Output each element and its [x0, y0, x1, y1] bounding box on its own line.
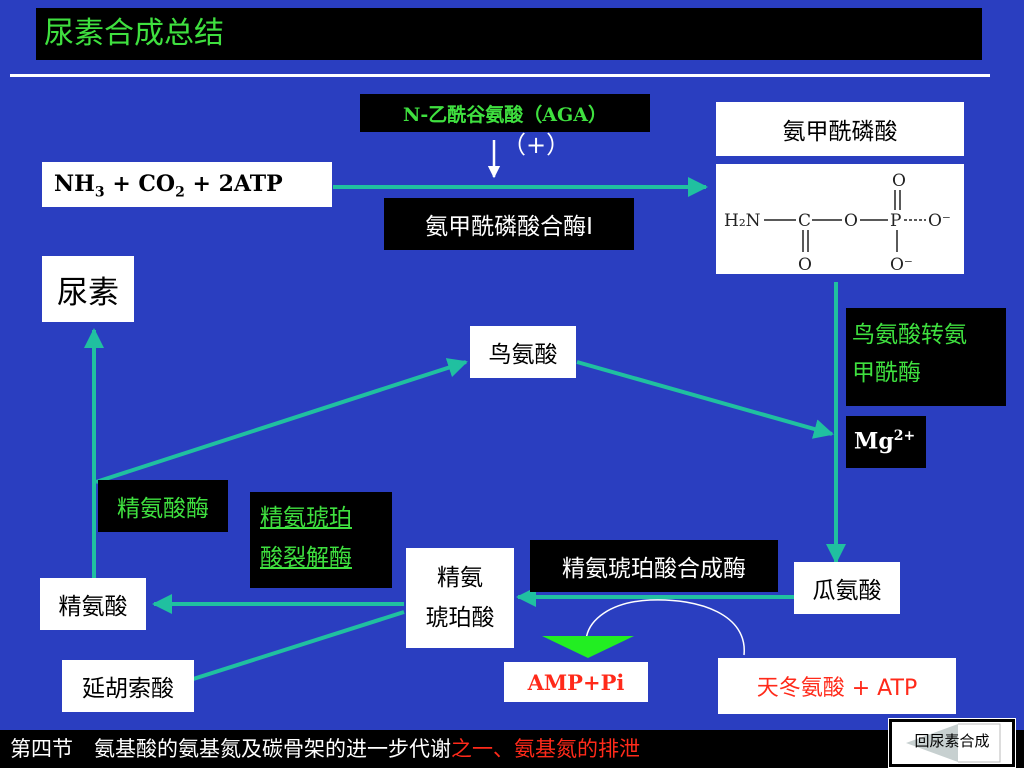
struct-c: C	[798, 211, 811, 231]
struct-o-phosphoryl: O	[892, 171, 906, 191]
argininosuccinate-line2: 琥珀酸	[425, 605, 495, 631]
citrulline-label: 瓜氨酸	[794, 562, 900, 614]
enzyme-otc-label: 鸟氨酸转氨 甲酰酶	[846, 308, 1006, 406]
struct-o-carbonyl: O	[798, 255, 812, 274]
mg-cofactor-label: Mg2+	[846, 416, 926, 468]
aspartate-atp-label: 天冬氨酸 + ATP	[718, 658, 956, 714]
arrow-argininosuccinate-to-fumarate	[189, 610, 405, 682]
enzyme-lyase-line2: 酸裂解酶	[260, 545, 352, 571]
arrow-arginine-to-ornithine	[95, 358, 468, 484]
carbamoyl-phosphate-label: 氨甲酰磷酸	[716, 102, 964, 156]
enzyme-cps1-label: 氨甲酰磷酸合酶Ⅰ	[384, 198, 634, 250]
footer-text-main: 第四节 氨基酸的氨基氮及碳骨架的进一步代谢	[10, 737, 451, 761]
struct-h2n: H₂N	[724, 211, 761, 231]
arrow-ornithine-to-otc	[576, 360, 834, 439]
footer-text: 第四节 氨基酸的氨基氮及碳骨架的进一步代谢之一、氨基氮的排泄	[10, 734, 640, 764]
arginine-label: 精氨酸	[40, 578, 146, 630]
carbamoyl-phosphate-structure: H₂N C O P O⁻ O O O⁻	[716, 164, 964, 275]
back-to-urea-synthesis-button[interactable]: 回尿素合成	[888, 718, 1016, 768]
substrates-box: NH3 + CO2 + 2ATP	[42, 162, 332, 207]
substrates-atp: + 2ATP	[184, 171, 283, 197]
urea-label: 尿素	[42, 256, 134, 322]
mg-symbol: Mg	[854, 428, 894, 455]
struct-o-bridge: O	[844, 211, 858, 231]
back-button-label: 回尿素合成	[914, 732, 990, 750]
aga-label: N-乙酰谷氨酸（AGA）	[360, 94, 650, 132]
enzyme-otc-line1: 鸟氨酸转氨	[852, 322, 967, 348]
enzyme-arginase-label: 精氨酸酶	[98, 480, 228, 532]
enzyme-synthetase-label: 精氨琥珀酸合成酶	[530, 540, 778, 592]
back-arrow-icon	[906, 723, 1001, 763]
struct-p: P	[890, 211, 901, 231]
arrow-aspartate-curve	[585, 599, 745, 656]
amp-release-triangle	[542, 636, 634, 658]
page-title: 尿素合成总结	[44, 16, 224, 51]
fumarate-label: 延胡索酸	[62, 660, 194, 712]
footer-text-highlight: 之一、氨基氮的排泄	[451, 737, 640, 761]
amp-pi-label: AMP+Pi	[504, 662, 648, 702]
struct-o-minus-right: O⁻	[928, 211, 951, 231]
struct-o-minus-bottom: O⁻	[890, 255, 913, 274]
substrates-co-sub: 2	[175, 184, 185, 201]
enzyme-lyase-label: 精氨琥珀 酸裂解酶	[250, 492, 392, 588]
substrates-co: + CO	[104, 171, 176, 197]
enzyme-otc-line2: 甲酰酶	[852, 360, 921, 386]
argininosuccinate-line1: 精氨	[437, 565, 483, 591]
title-divider	[10, 74, 990, 77]
enzyme-lyase-line1: 精氨琥珀	[260, 505, 352, 531]
mg-charge: 2+	[893, 428, 916, 444]
title-bar: 尿素合成总结	[36, 8, 982, 60]
activator-plus-label: （+）	[502, 131, 571, 159]
substrates-nh: NH	[54, 171, 95, 197]
substrates-nh-sub: 3	[94, 184, 105, 201]
argininosuccinate-label: 精氨 琥珀酸	[406, 548, 514, 648]
ornithine-label: 鸟氨酸	[470, 326, 576, 378]
chemical-structure-drawing: H₂N C O P O⁻ O O O⁻	[724, 171, 951, 275]
footer-bar: 第四节 氨基酸的氨基氮及碳骨架的进一步代谢之一、氨基氮的排泄	[0, 730, 1024, 768]
